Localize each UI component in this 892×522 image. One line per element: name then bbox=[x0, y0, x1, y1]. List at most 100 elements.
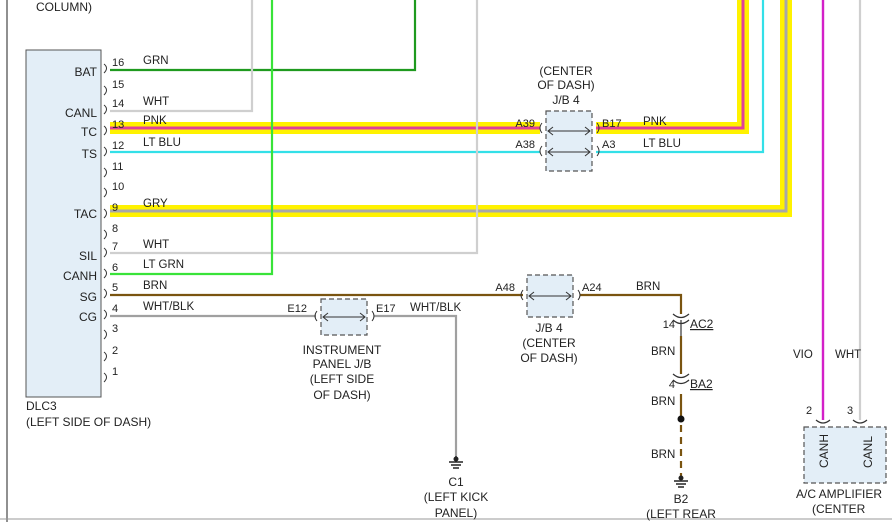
jb4-mid-name: J/B 4 bbox=[535, 321, 563, 335]
dlc3-pin-label-sil: SIL bbox=[79, 249, 97, 263]
jb4-top-wire-ltblu: LT BLU bbox=[643, 138, 681, 150]
dlc3-pin-1: 1 bbox=[112, 366, 118, 378]
amp-pin-canh-label: CANH bbox=[817, 434, 831, 468]
ground-c1-location-2: PANEL) bbox=[435, 506, 477, 520]
dlc3-terminal-hook bbox=[103, 208, 107, 219]
instrument-jb-location-2: OF DASH) bbox=[313, 388, 370, 402]
jb4-top-location-1: (CENTER bbox=[539, 64, 593, 78]
instrument-jb-arrows bbox=[314, 310, 375, 322]
instrument-jb-wire-whtblk: WHT/BLK bbox=[410, 302, 461, 314]
wire-label-pin16: GRN bbox=[143, 55, 169, 67]
jb4-mid-wire-brn: BRN bbox=[636, 281, 660, 293]
brn-label-2: BRN bbox=[651, 396, 675, 408]
jb4-top-body bbox=[545, 110, 593, 172]
splice-dot bbox=[677, 415, 685, 423]
highlight-tc-run bbox=[110, 0, 749, 134]
wire-wht-pin7 bbox=[110, 0, 479, 255]
dlc3-pin-10: 10 bbox=[112, 181, 124, 193]
dlc3-pin-2: 2 bbox=[112, 345, 118, 357]
amp-pin-2: 2 bbox=[806, 405, 812, 417]
jb4-mid-connector: A48 A24 BRN J/B 4 (CENTER OF DASH) bbox=[495, 274, 660, 365]
wires bbox=[110, 0, 862, 478]
wire-grn-pin16 bbox=[110, 0, 417, 72]
ground-b2-icon bbox=[674, 480, 688, 488]
wire-label-pin14: WHT bbox=[143, 96, 169, 108]
jb4-top-name: J/B 4 bbox=[552, 93, 580, 107]
jb4-top-pin-a39: A39 bbox=[515, 118, 535, 130]
wire-brn-jb4-out bbox=[580, 293, 683, 314]
wire-whtblk-jb-out bbox=[374, 314, 458, 456]
dlc3-pin-16: 16 bbox=[112, 57, 124, 69]
instrument-jb-pin-e17: E17 bbox=[376, 303, 396, 315]
dlc3-terminal-hook bbox=[103, 146, 107, 157]
ground-c1-name: C1 bbox=[448, 475, 464, 489]
ground-c1: C1 (LEFT KICK PANEL) bbox=[424, 456, 488, 520]
dlc3-pin-5: 5 bbox=[112, 282, 118, 294]
amp-terminal-hooks bbox=[815, 419, 868, 424]
dlc3-pin-3: 3 bbox=[112, 323, 118, 335]
ac2-name: AC2 bbox=[690, 317, 714, 331]
jb4-mid-pin-a24: A24 bbox=[582, 282, 602, 294]
wire-label-pin12: LT BLU bbox=[143, 137, 181, 149]
dlc3-pin-12: 12 bbox=[112, 140, 124, 152]
dlc3-pin-label-cg: CG bbox=[79, 310, 97, 324]
dlc3-location: (LEFT SIDE OF DASH) bbox=[26, 415, 151, 429]
jb4-mid-location-2: OF DASH) bbox=[520, 351, 577, 365]
amp-name: A/C AMPLIFIER bbox=[796, 487, 882, 501]
jb4-top-wire-pnk: PNK bbox=[643, 116, 667, 128]
ba2-name: BA2 bbox=[690, 377, 713, 391]
jb4-mid-arrows bbox=[520, 289, 581, 301]
dlc3-terminal-hook bbox=[103, 351, 107, 362]
dlc3-terminal-hook bbox=[103, 167, 107, 178]
dlc3-terminal-hook bbox=[103, 229, 107, 240]
dlc3-pin-9: 9 bbox=[112, 202, 118, 214]
dlc3-pin-13: 13 bbox=[112, 119, 124, 131]
instrument-jb-location-1: (LEFT SIDE bbox=[310, 372, 374, 386]
ground-b2-location: (LEFT REAR bbox=[646, 507, 716, 521]
wire-ltblu-right bbox=[596, 0, 765, 154]
dlc3-terminal-hook bbox=[103, 309, 107, 320]
wire-label-pin4: WHT/BLK bbox=[143, 301, 194, 313]
wire-gry-pin9 bbox=[110, 0, 788, 213]
dlc3-terminal-hook bbox=[103, 288, 107, 299]
instrument-jb-pin-e12: E12 bbox=[287, 303, 307, 315]
brn-label-1: BRN bbox=[651, 346, 675, 358]
wire-pnk-right bbox=[596, 0, 745, 130]
jb4-mid-pin-a48: A48 bbox=[495, 282, 515, 294]
dlc3-pin-6: 6 bbox=[112, 262, 118, 274]
amp-wire-vio: VIO bbox=[793, 349, 813, 361]
wire-label-pin9: GRY bbox=[143, 198, 168, 210]
dlc3-pin-label-canh: CANH bbox=[63, 269, 97, 283]
ground-b2-name: B2 bbox=[674, 492, 689, 506]
dlc3-pin-11: 11 bbox=[112, 161, 123, 173]
dlc3-pin-14: 14 bbox=[112, 98, 124, 110]
dlc3-terminal-hook bbox=[103, 125, 107, 136]
dlc3-terminal-hook bbox=[103, 329, 107, 340]
dlc3-terminal-hook bbox=[103, 247, 107, 258]
ac2-pin: 14 bbox=[663, 319, 675, 331]
dlc3-terminal-hook bbox=[103, 104, 107, 115]
dlc3-body bbox=[25, 49, 102, 398]
dlc3-terminal-hook bbox=[103, 85, 107, 96]
dlc3-pin-4: 4 bbox=[112, 303, 118, 315]
jb4-top-pin-a38: A38 bbox=[515, 139, 535, 151]
dlc3-pin-label-sg: SG bbox=[80, 290, 97, 304]
dlc3-pin-label-bat: BAT bbox=[75, 65, 98, 79]
dlc3-terminal-hook bbox=[103, 63, 107, 74]
dlc3-terminal-hook bbox=[103, 187, 107, 198]
dlc3-pin-8: 8 bbox=[112, 223, 118, 235]
jb4-top-pin-b17: B17 bbox=[602, 118, 622, 130]
dlc3-pin-label-ts: TS bbox=[82, 147, 97, 161]
amp-wire-wht: WHT bbox=[835, 349, 861, 361]
highlight-tac-run bbox=[110, 0, 792, 217]
dlc3-pin-label-canl: CANL bbox=[65, 106, 97, 120]
ba2-pin: 4 bbox=[669, 379, 675, 391]
wire-label-pin6: LT GRN bbox=[143, 259, 184, 271]
ac-amplifier: VIO WHT 2 3 CANH CANL A/C AMPLIFIER (CEN… bbox=[793, 349, 887, 516]
wire-label-pin5: BRN bbox=[143, 280, 167, 292]
